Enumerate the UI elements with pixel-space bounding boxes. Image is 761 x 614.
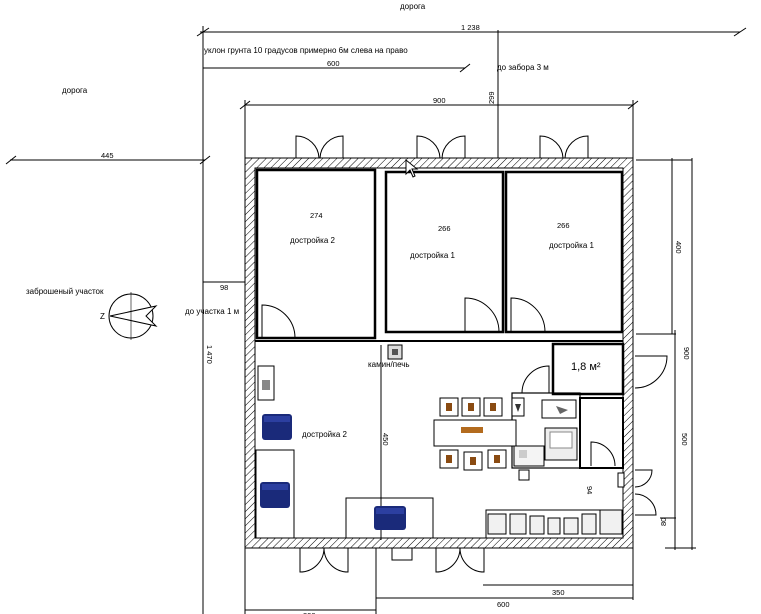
outer-wall [244, 157, 634, 549]
dim-right-400: 400 [674, 241, 683, 254]
compass-icon [108, 292, 158, 340]
dim-right-500: 500 [680, 433, 689, 446]
stove-icon [513, 445, 545, 467]
room-label-extension-2-upper: достройка 2 [290, 236, 335, 245]
dim-room2-width: 266 [438, 224, 451, 233]
dim-house-width: 900 [433, 96, 446, 105]
fireplace-label: камин/печь [368, 360, 410, 369]
dim-bottom-partial: 300 [303, 611, 316, 614]
dim-inner-450: 450 [381, 433, 390, 446]
dim-height-1470: 1 470 [205, 345, 214, 364]
kitchen-appliances [487, 509, 623, 535]
dim-left-445: 445 [101, 151, 114, 160]
dim-right-900: 900 [682, 347, 691, 360]
dim-bottom-350: 350 [552, 588, 565, 597]
doors [261, 135, 668, 578]
dim-600-top: 600 [327, 59, 340, 68]
dim-left-98: 98 [220, 283, 228, 292]
abandoned-plot-label: заброшеный участок [26, 287, 104, 296]
furniture [257, 344, 625, 535]
room-label-extension-2-lower: достройка 2 [302, 430, 347, 439]
sofa-icon [262, 414, 292, 440]
dim-right-80: 80 [659, 518, 668, 526]
dim-inner-94: 94 [585, 486, 594, 494]
sofa-icon [260, 482, 290, 508]
dim-total-top: 1 238 [461, 23, 480, 32]
road-label-left: дорога [62, 86, 88, 95]
cursor-icon [405, 158, 419, 178]
dim-room1-width: 274 [310, 211, 323, 220]
area-label: 1,8 м² [571, 361, 601, 373]
dim-fence-299: 299 [487, 91, 496, 104]
dim-bottom-600: 600 [497, 600, 510, 609]
compass-letter: Z [100, 312, 105, 321]
room-label-extension-1-right: достройка 1 [549, 241, 594, 250]
road-label-top: дорога [400, 2, 426, 11]
dim-room3-width: 266 [557, 221, 570, 230]
to-plot-note: до участка 1 м [185, 307, 239, 316]
slope-note: уклон грунта 10 градусов примерно 6м сле… [204, 46, 408, 55]
room-label-extension-1-middle: достройка 1 [410, 251, 455, 260]
fence-note: до забора 3 м [497, 63, 549, 72]
sofa-icon [374, 506, 406, 530]
